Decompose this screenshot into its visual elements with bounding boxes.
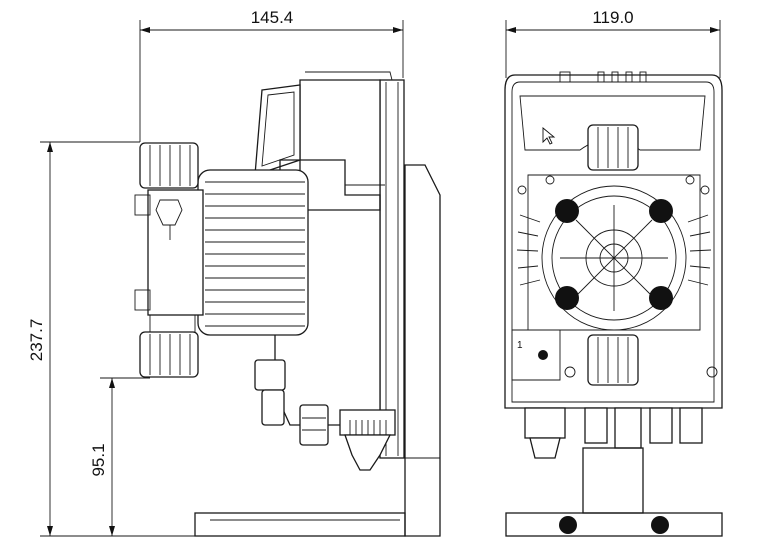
bolt-hole-top-right bbox=[649, 199, 673, 223]
side-view bbox=[134, 71, 441, 537]
total-height-dimension: 237.7 bbox=[27, 319, 46, 362]
head-spokes bbox=[560, 205, 668, 311]
side-width-dimension: 145.4 bbox=[251, 8, 294, 27]
drain-knurl bbox=[349, 420, 387, 435]
base-hole-right bbox=[651, 516, 669, 534]
cooling-fins bbox=[205, 181, 305, 327]
bolt-hole-bottom-left bbox=[555, 286, 579, 310]
front-width-dimension: 119.0 bbox=[592, 8, 633, 27]
svg-text:1: 1 bbox=[517, 340, 523, 351]
bolt-hole-bottom-right bbox=[649, 286, 673, 310]
side-module-hole bbox=[538, 350, 548, 360]
front-view: 1 bbox=[504, 71, 723, 537]
radial-fins bbox=[516, 214, 712, 286]
top-ribs bbox=[559, 71, 647, 83]
dimension-lines bbox=[40, 20, 721, 537]
inlet-height-dimension: 95.1 bbox=[89, 443, 108, 476]
base-hole-left bbox=[559, 516, 577, 534]
mouse-pointer-icon bbox=[542, 127, 556, 145]
bolt-hole-top-left bbox=[555, 199, 579, 223]
